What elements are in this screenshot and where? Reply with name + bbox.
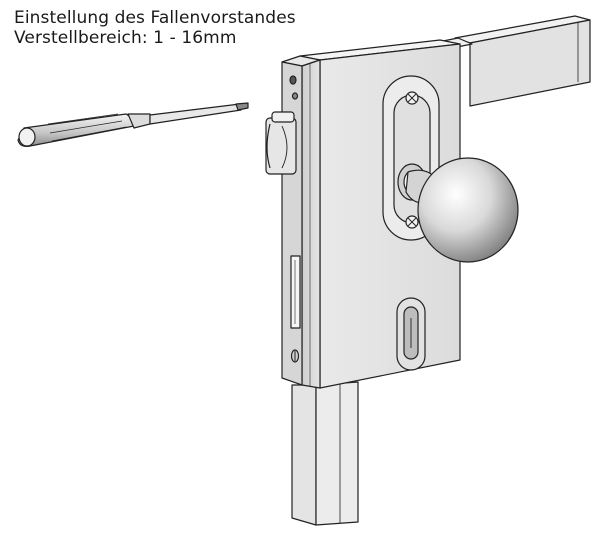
latch-bolt [265,111,297,175]
door-knob [405,157,519,263]
vertical-frame-tube [291,381,359,526]
cylinder-keyhole [396,297,426,371]
faceplate-details [289,75,301,363]
screwdriver [17,102,249,147]
horizontal-frame-tube [437,15,591,107]
caption-title: Einstellung des Fallenvorstandes [14,8,296,28]
caption-block: Einstellung des Fallenvorstandes Verstel… [14,8,296,48]
caption-adjustment-range: Verstellbereich: 1 - 16mm [14,28,237,48]
